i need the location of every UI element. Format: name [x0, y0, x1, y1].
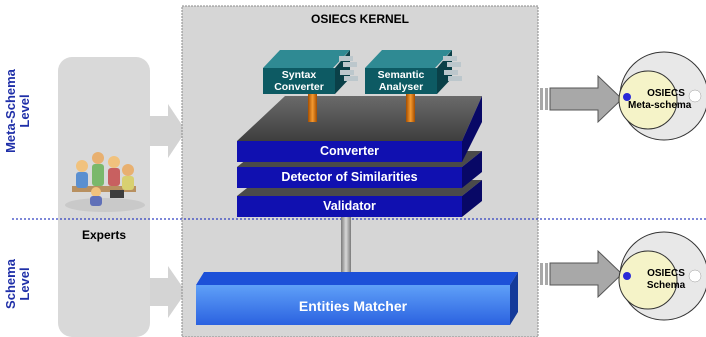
experts-people-icon: [65, 152, 145, 212]
semantic-analyser-module: [365, 50, 462, 94]
experts-to-schema-arrow: [150, 266, 186, 318]
semantic-analyser-label: Semantic Analyser: [365, 69, 437, 93]
semantic-connector: [406, 92, 415, 122]
detector-label: Detector of Similarities: [281, 170, 418, 184]
syntax-connector: [308, 92, 317, 122]
schema-output-line-1: OSIECS: [647, 268, 685, 279]
meta-output-arrow: [540, 74, 623, 124]
kernel-title: OSIECS KERNEL: [310, 12, 409, 26]
converter-label: Converter: [319, 144, 380, 158]
converter-layer: [237, 96, 482, 162]
meta-schema-level-label: Meta-Schema Level: [3, 56, 34, 166]
entities-matcher-block: [196, 272, 518, 325]
entities-matcher-label: Entities Matcher: [298, 298, 408, 314]
semantic-analyser-line-2: Analyser: [378, 81, 424, 93]
experts-panel: [58, 57, 150, 337]
meta-schema-level-line-1: Meta-Schema: [3, 69, 18, 153]
schema-output-arrow: [540, 249, 623, 299]
semantic-analyser-line-1: Semantic: [377, 69, 425, 81]
syntax-converter-module: [263, 50, 358, 94]
schema-level-line-2: Level: [17, 267, 32, 301]
syntax-converter-line-1: Syntax: [281, 69, 317, 81]
meta-schema-level-line-2: Level: [17, 94, 32, 128]
syntax-converter-line-2: Converter: [274, 81, 324, 93]
meta-output-line-2: Meta-schema: [628, 100, 692, 111]
schema-level-label: Schema Level: [3, 252, 34, 316]
meta-schema-output-label: OSIECS Meta-schema: [626, 88, 706, 112]
matcher-pipe: [341, 217, 351, 279]
syntax-converter-label: Syntax Converter: [263, 69, 335, 93]
schema-dot-icon: [623, 272, 631, 280]
schema-output-label: OSIECS Schema: [626, 268, 706, 292]
meta-dot-icon: [623, 93, 631, 101]
experts-label: Experts: [81, 228, 127, 242]
validator-label: Validator: [323, 199, 376, 213]
meta-schema-circle: [618, 51, 706, 141]
meta-output-line-1: OSIECS: [647, 88, 685, 99]
experts-to-meta-arrow: [150, 104, 186, 158]
schema-output-line-2: Schema: [646, 280, 686, 291]
schema-level-line-1: Schema: [3, 259, 18, 309]
schema-circle: [618, 231, 706, 321]
